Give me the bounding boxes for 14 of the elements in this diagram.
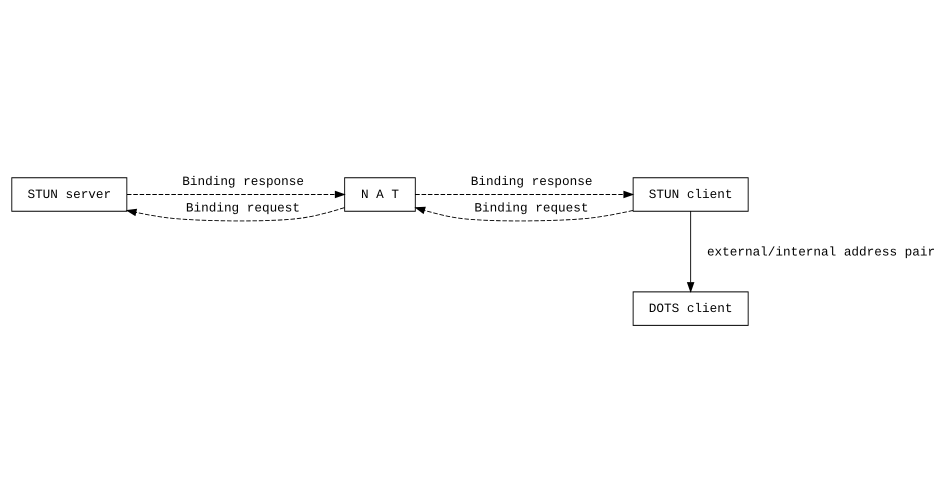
edge-label: Binding request: [186, 200, 300, 216]
arrow: [414, 190, 634, 198]
edge-label: Binding response: [470, 174, 592, 190]
node-box: DOTS client: [632, 291, 749, 326]
node-box: N A T: [344, 177, 416, 212]
arrow: [126, 190, 346, 198]
arrow: [126, 207, 345, 222]
edge-label: Binding response: [182, 174, 304, 190]
edge-label: Binding request: [474, 200, 588, 216]
arrow: [686, 210, 694, 293]
node-box: STUN server: [11, 177, 128, 212]
edge-label: external/internal address pair: [706, 244, 936, 260]
node-box: STUN client: [632, 177, 749, 212]
arrow: [414, 206, 634, 222]
